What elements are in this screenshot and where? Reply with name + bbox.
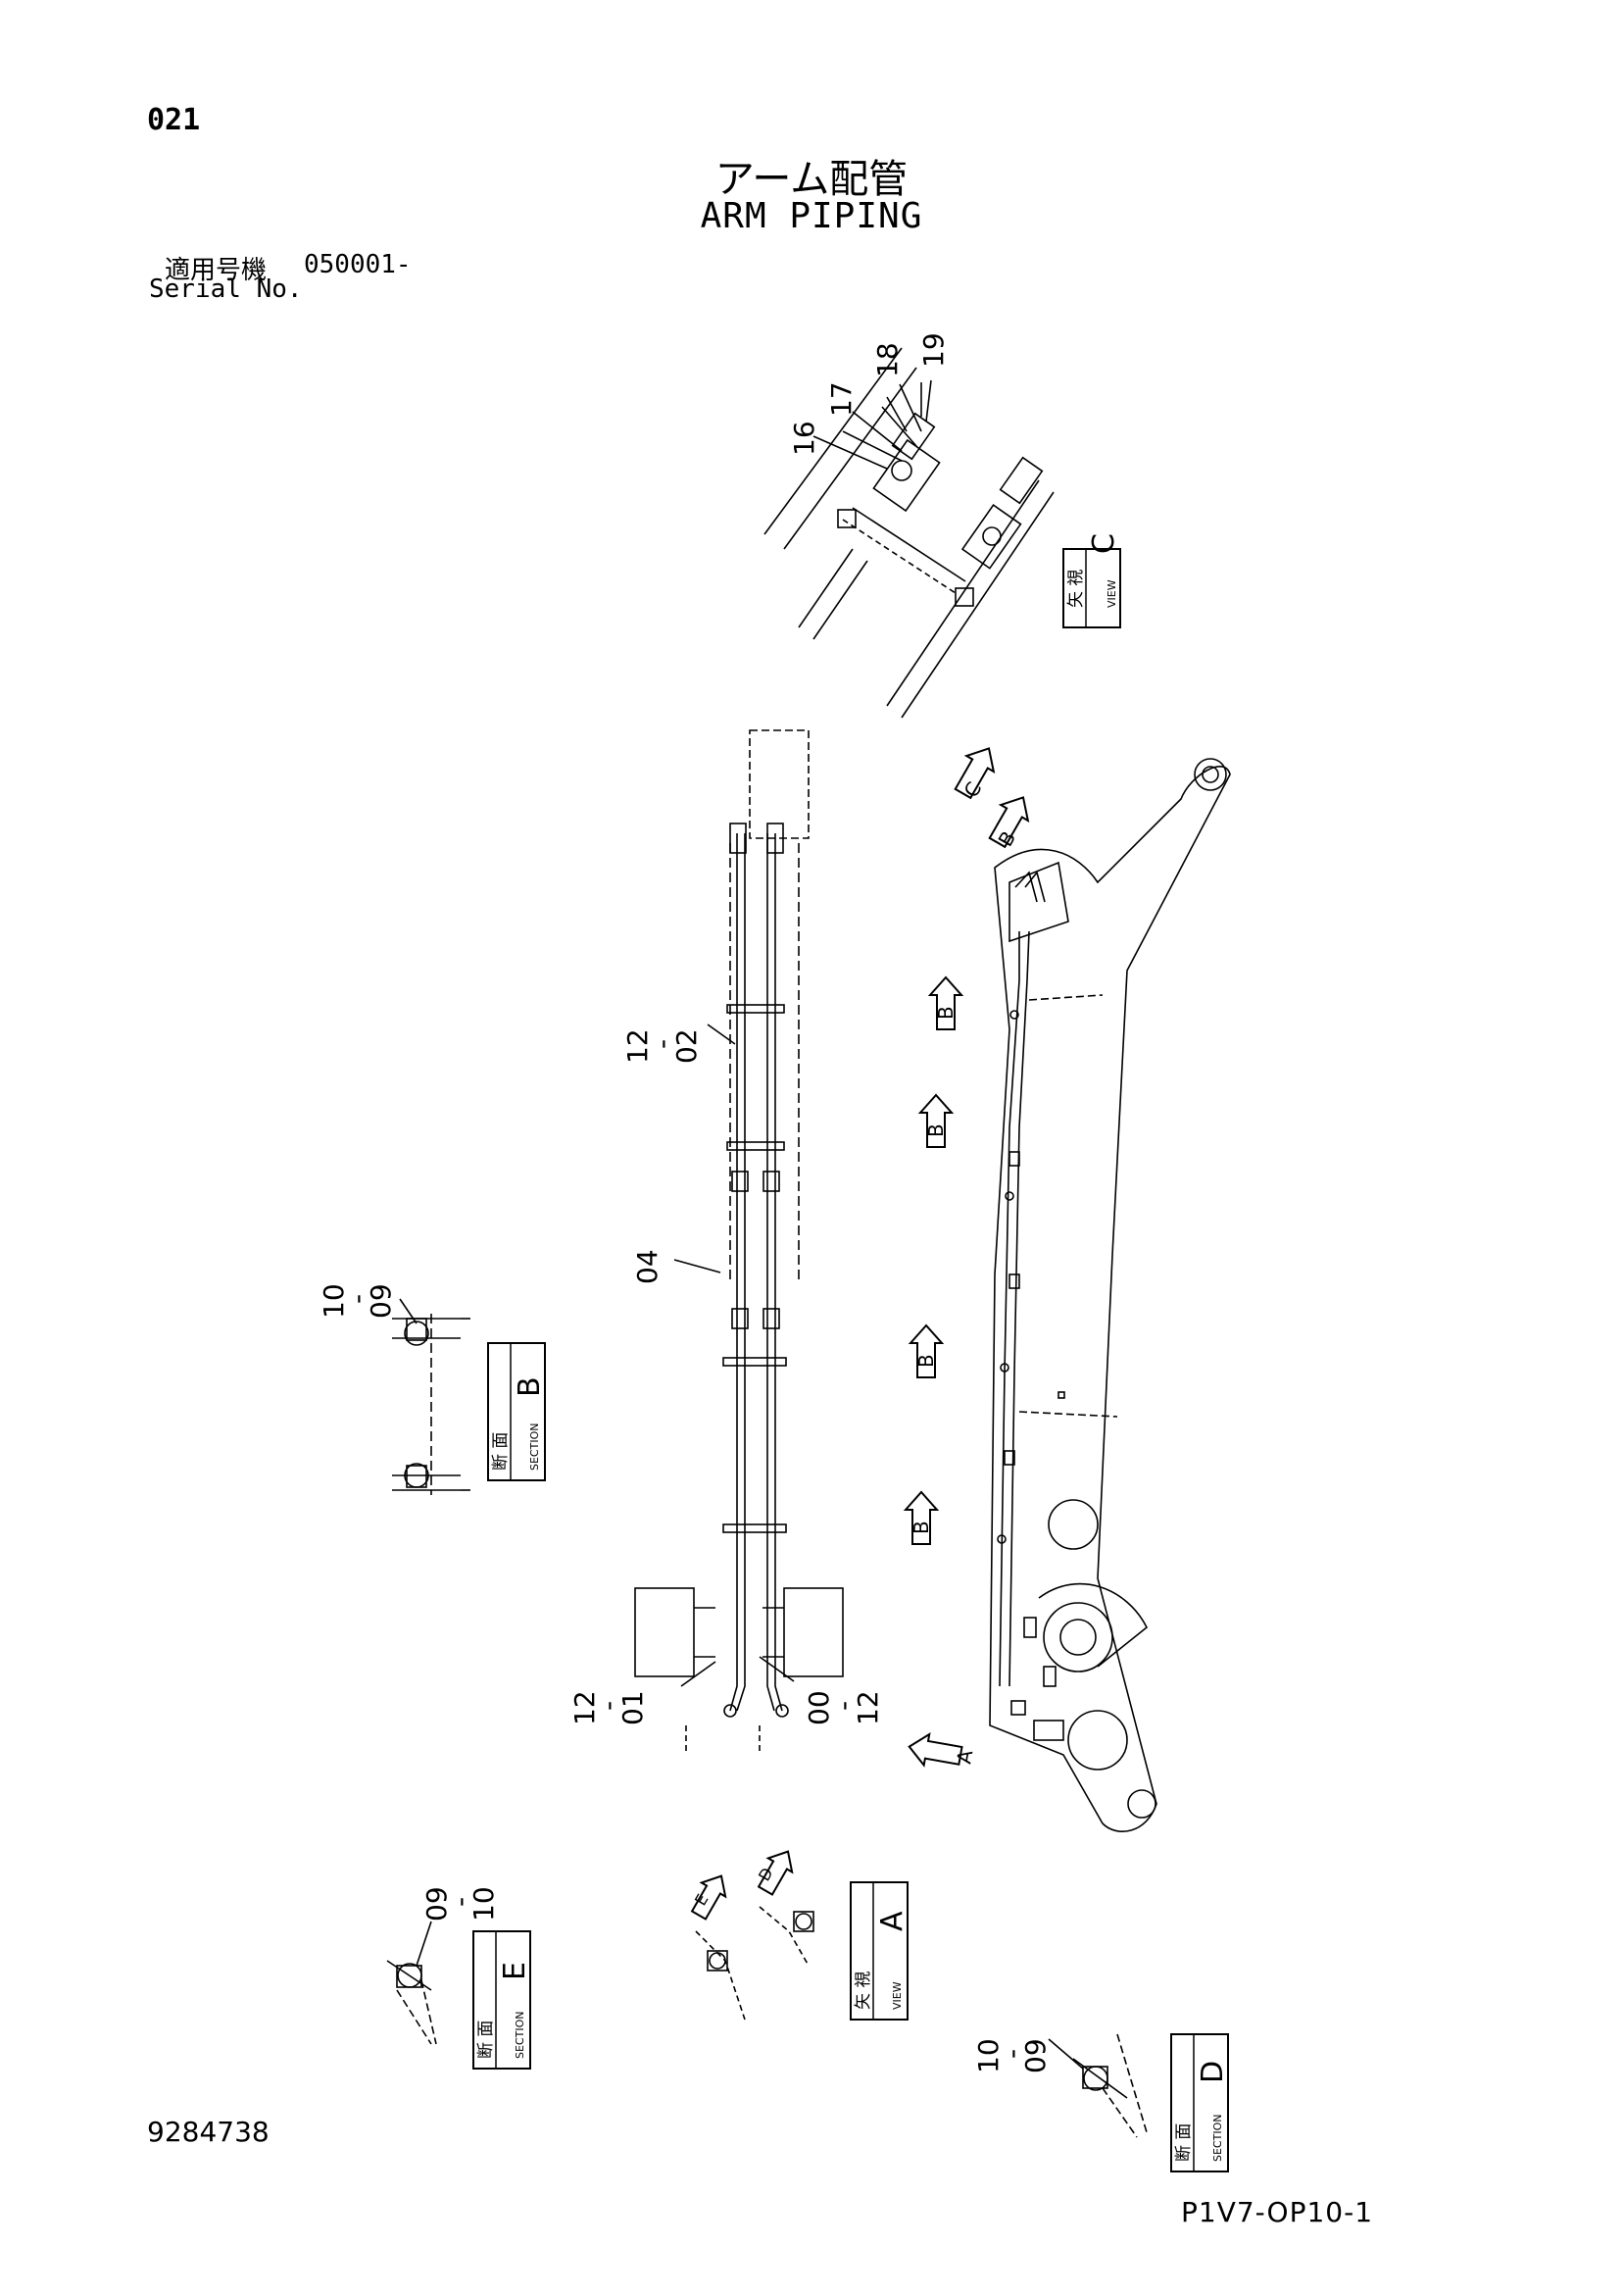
callout-numbers: 16 17 18 19 12 - 02 04 12 - 01 00 - 12 1… [318,332,1052,2073]
arrow-letter-b-2: B [924,1123,948,1137]
callout-12-01-dash: - [592,1701,624,1711]
section-b-label: 断 面 SECTION B [487,1342,547,1481]
arrow-b-1 [927,975,964,1030]
callout-17: 17 [825,381,858,417]
callout-12-02-b: 02 [670,1028,703,1064]
arrow-letter-a: A [952,1748,977,1766]
view-c-detail [763,347,1055,719]
arrow-b-top [988,796,1030,849]
section-b-en: SECTION [528,1423,541,1471]
callout-10-09-d-b: 09 [1019,2038,1052,2073]
arrow-letter-b-4: B [910,1521,933,1534]
serial-range: 050001- [304,250,412,279]
section-d-label: 断 面 SECTION D [1170,2033,1230,2172]
arrow-c [954,747,996,800]
callout-10-09-b-dash: - [341,1294,373,1304]
view-c-en: VIEW [1106,579,1118,608]
section-e-jp: 断 面 [476,2021,496,2059]
section-d-detail [1072,2033,1148,2138]
view-a-jp: 矢 視 [854,1972,873,2010]
section-b-jp: 断 面 [491,1432,511,1471]
section-d-letter: D [1196,2061,1230,2083]
callout-10-09-d-a: 10 [972,2038,1005,2073]
callout-09-10-e-dash: - [444,1897,476,1907]
arrow-b-2 [917,1093,955,1148]
view-a-letter: A [875,1911,910,1931]
section-e-en: SECTION [514,2012,526,2059]
arrow-letters: C B B B B B A D E [691,777,1020,1909]
section-b-letter: B [513,1376,547,1397]
callout-10-09-d-dash: - [996,2049,1028,2059]
callout-10-09-b-b: 09 [365,1283,397,1319]
drawing-code: P1V7-OP10-1 [1181,2196,1374,2228]
arm-top-view [634,729,844,1755]
arrow-d [757,1850,794,1896]
callout-00-12-a: 00 [803,1690,835,1725]
callout-12-01-a: 12 [568,1690,601,1725]
callout-00-12-dash: - [827,1701,860,1711]
view-a-detail [695,1906,814,2021]
callout-00-12-b: 12 [852,1690,884,1725]
arrow-e [690,1874,727,1921]
title-english: ARM PIPING [700,196,923,236]
section-e-letter: E [498,1962,532,1980]
view-a-label: 矢 視 VIEW A [850,1881,910,2021]
arrow-letter-b-1: B [934,1006,958,1020]
section-e-label: 断 面 SECTION E [472,1930,532,2070]
section-d-jp: 断 面 [1174,2123,1194,2162]
section-b-detail [392,1314,470,1495]
view-c-jp: 矢 視 [1066,570,1086,608]
callout-19: 19 [917,332,950,368]
title-japanese: アーム配管 [714,157,909,202]
view-c-letter: C [1087,533,1121,554]
callout-10-09-b-a: 10 [318,1283,350,1319]
callout-12-01-b: 01 [616,1690,649,1725]
document-number: 9284738 [147,2116,270,2148]
arrow-letter-b-3: B [914,1354,938,1368]
section-e-detail [386,1960,437,2045]
leader-lines [399,382,1084,2070]
arrow-b-4 [903,1490,940,1545]
arrow-a [908,1732,963,1768]
page-number: 021 [147,103,201,137]
callout-18: 18 [871,342,904,377]
callout-12-02-a: 12 [621,1028,654,1064]
callout-16: 16 [788,421,820,456]
serial-label-english: Serial No. [149,275,303,304]
callout-09-10-e-a: 09 [420,1886,453,1922]
arrow-b-3 [908,1323,945,1378]
callout-12-02-dash: - [646,1039,678,1049]
callout-04: 04 [631,1249,664,1284]
arm-side-view [989,758,1231,1832]
callout-09-10-e-b: 10 [467,1886,500,1922]
section-d-en: SECTION [1211,2115,1224,2162]
view-arrows [690,747,1030,1921]
view-a-en: VIEW [891,1981,904,2010]
view-c-label: 矢 視 VIEW C [1062,533,1121,628]
serial-label-japanese: 適用号機 [165,256,268,285]
